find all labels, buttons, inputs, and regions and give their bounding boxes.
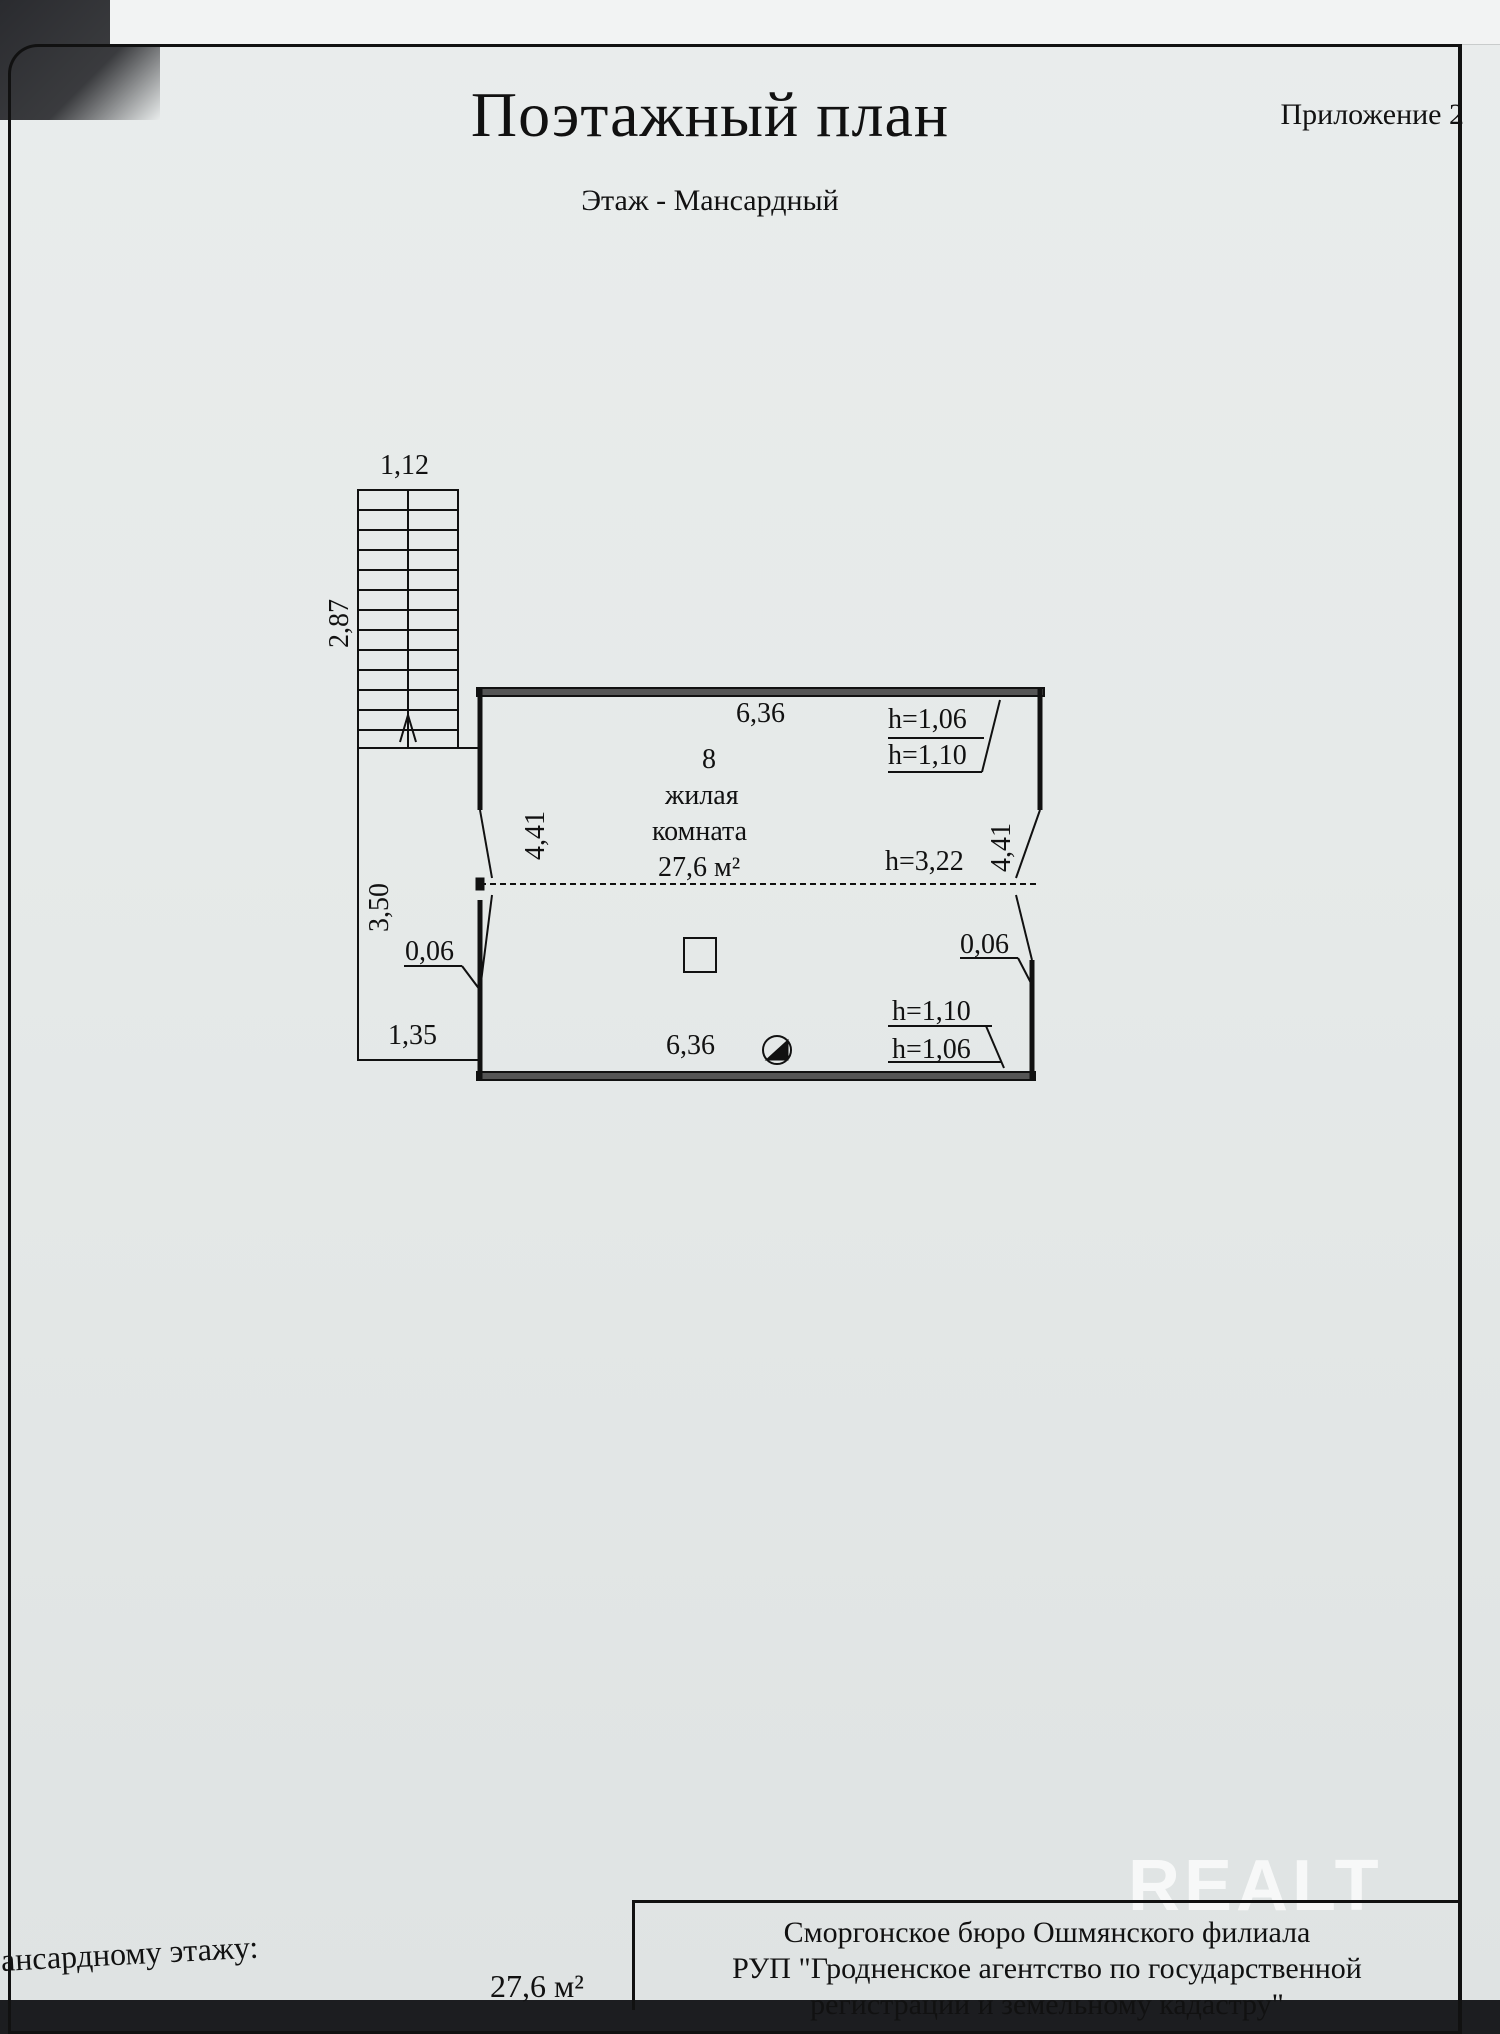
height-ridge: h=3,22 bbox=[885, 846, 964, 877]
height-bottom-2: h=1,06 bbox=[892, 1034, 971, 1065]
top-length-dim: 6,36 bbox=[736, 698, 785, 729]
staircase bbox=[357, 489, 459, 749]
room-name-line1: жилая bbox=[664, 780, 739, 811]
room-number: 8 bbox=[702, 744, 716, 775]
height-top-2: h=1,10 bbox=[888, 740, 967, 771]
height-bottom-1: h=1,10 bbox=[892, 996, 971, 1027]
landing-length-dim: 3,50 bbox=[364, 883, 395, 932]
stamp-line-3: регистрации и земельному кадастру" bbox=[810, 1988, 1284, 2021]
left-depth-dim: 4,41 bbox=[520, 811, 551, 860]
room-walls bbox=[476, 687, 1045, 1081]
page-title: Поэтажный план bbox=[470, 79, 950, 150]
height-top-1: h=1,06 bbox=[888, 704, 967, 735]
room-area: 27,6 м² bbox=[658, 852, 740, 883]
summary-area-value: 27,6 м² bbox=[490, 1968, 584, 2004]
stair-length-dim: 2,87 bbox=[324, 599, 355, 648]
appendix-label: Приложение 2 bbox=[1280, 98, 1464, 131]
realt-watermark: REALT bbox=[1128, 1846, 1383, 1926]
stair-width-dim: 1,12 bbox=[380, 450, 429, 481]
landing-width-dim: 1,35 bbox=[388, 1020, 437, 1051]
bottom-length-dim: 6,36 bbox=[666, 1030, 715, 1061]
stamp-line-1: Сморгонское бюро Ошмянского филиала bbox=[783, 1916, 1311, 1949]
chimney-symbol bbox=[683, 937, 717, 973]
stair-landing bbox=[357, 748, 478, 1061]
room-name-line2: комната bbox=[652, 816, 748, 847]
vent-symbol bbox=[762, 1035, 792, 1065]
floor-label: Этаж - Мансардный bbox=[581, 184, 839, 217]
right-offset-dim: 0,06 bbox=[960, 929, 1009, 960]
right-depth-dim: 4,41 bbox=[986, 823, 1017, 872]
stamp-line-2: РУП "Гродненское агентство по государств… bbox=[732, 1952, 1362, 1985]
title-block-stamp: Сморгонское бюро Ошмянского филиала РУП … bbox=[632, 1900, 1462, 2021]
left-offset-dim: 0,06 bbox=[405, 936, 454, 967]
underlying-page-edge bbox=[110, 0, 1500, 45]
